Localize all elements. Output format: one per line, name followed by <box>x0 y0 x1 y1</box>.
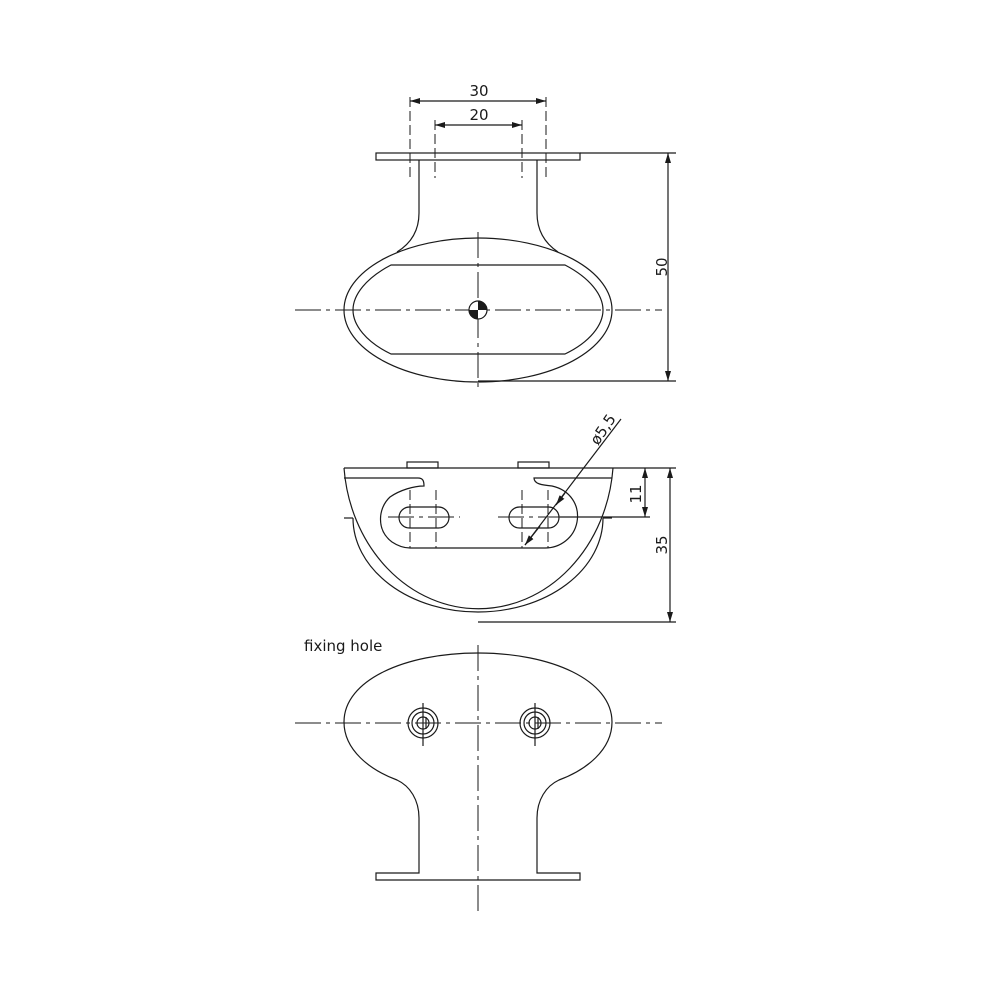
flange <box>375 152 581 161</box>
tab-left <box>406 461 439 469</box>
mount-plate <box>344 477 612 549</box>
inner-lens <box>352 264 604 355</box>
dim-35: 35 <box>653 535 671 554</box>
fixing-hole-right-icon <box>519 703 551 746</box>
fixing-hole-left-icon <box>407 703 439 746</box>
side-view: 11 35 ø5,5 <box>343 411 676 623</box>
center-mark-icon <box>468 300 488 320</box>
fixing-hole-label: fixing hole <box>304 637 382 655</box>
dim-11: 11 <box>627 484 645 503</box>
neck-right <box>536 160 559 253</box>
dim-50: 50 <box>653 257 671 276</box>
dim-20: 20 <box>469 106 488 124</box>
top-view: 30 20 50 <box>295 82 676 392</box>
tab-right <box>517 461 550 469</box>
diameter-leader <box>524 418 622 546</box>
inner-shell <box>352 517 604 613</box>
dim-diameter: ø5,5 <box>586 411 619 448</box>
dim-30: 30 <box>469 82 488 100</box>
base-outline <box>343 652 613 881</box>
outer-shell <box>343 467 614 610</box>
neck-left <box>396 160 420 253</box>
bottom-view: fixing hole <box>295 637 662 912</box>
